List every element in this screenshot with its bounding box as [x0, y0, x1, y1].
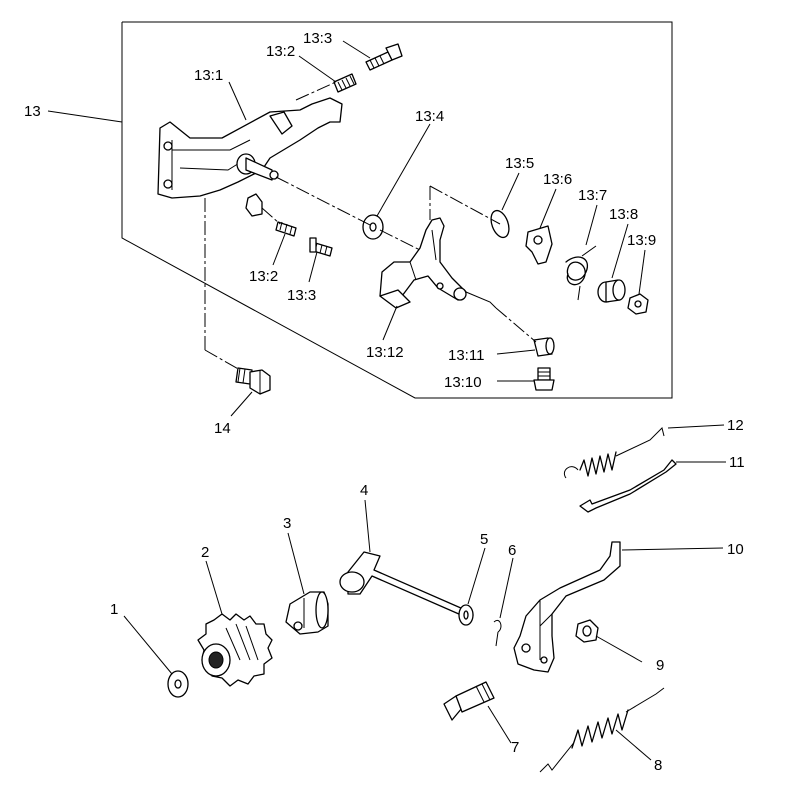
label-13-3-upper: 13:3: [303, 30, 332, 47]
label-13-2-upper: 13:2: [266, 43, 295, 60]
label-2: 2: [201, 544, 209, 561]
part-1-washer: [167, 670, 189, 698]
part-13-8-bushing: [597, 279, 626, 303]
label-13-10: 13:10: [444, 374, 482, 391]
part-labels: 13 13:1 13:2 13:3 13:4 13:5 13:6 13:7 13…: [24, 30, 745, 774]
assembly-13-frame: [121, 21, 673, 399]
part-13-1-bracket: [157, 97, 343, 217]
label-6: 6: [508, 542, 516, 559]
assembly-axes: [204, 81, 537, 371]
label-9: 9: [656, 657, 664, 674]
part-12-spring: [564, 427, 665, 479]
label-13-12: 13:12: [366, 344, 404, 361]
label-13-2-lower: 13:2: [249, 268, 278, 285]
label-13-11: 13:11: [448, 347, 484, 364]
label-13-1: 13:1: [194, 67, 223, 84]
part-13-11-pin: [533, 337, 555, 357]
label-13-9: 13:9: [627, 232, 656, 249]
label-5: 5: [480, 531, 488, 548]
label-13-8: 13:8: [609, 206, 638, 223]
part-14-flange-bolt: [235, 367, 271, 395]
label-3: 3: [283, 515, 291, 532]
part-9-nut: [575, 619, 599, 643]
part-13-10-screw: [533, 367, 555, 391]
part-6-clip: [493, 619, 502, 647]
part-3-sleeve: [285, 591, 329, 635]
part-4-governor-shaft: [339, 551, 474, 620]
label-7: 7: [511, 739, 519, 756]
label-14: 14: [214, 420, 231, 437]
part-13-12-governor-lever: [379, 217, 497, 309]
label-13-7: 13:7: [578, 187, 607, 204]
part-13-7-spring: [565, 245, 597, 301]
part-8-spring: [539, 687, 665, 773]
label-12: 12: [727, 417, 744, 434]
label-1: 1: [110, 601, 118, 618]
label-11: 11: [729, 454, 745, 471]
label-13: 13: [24, 103, 41, 120]
label-10: 10: [727, 541, 744, 558]
part-2-gear: [197, 613, 273, 687]
part-11-rod: [579, 459, 677, 513]
label-8: 8: [654, 757, 662, 774]
part-13-4-washer: [362, 214, 384, 240]
label-13-5: 13:5: [505, 155, 534, 172]
label-4: 4: [360, 482, 368, 499]
part-13-2-upper-screw: [333, 73, 357, 93]
label-13-6: 13:6: [543, 171, 572, 188]
label-13-3-lower: 13:3: [287, 287, 316, 304]
part-13-3-upper-bolt: [365, 43, 403, 71]
label-13-4: 13:4: [415, 108, 444, 125]
leader-lines: [47, 40, 726, 761]
part-7-bolt: [443, 681, 495, 721]
part-5-washer: [458, 604, 474, 626]
part-10-governor-lever: [513, 541, 621, 673]
part-13-2-lower-screw: [275, 221, 297, 237]
part-13-6-arm: [525, 225, 553, 265]
part-13-9-nut: [627, 293, 649, 315]
part-13-3-lower-bolt: [309, 237, 333, 257]
